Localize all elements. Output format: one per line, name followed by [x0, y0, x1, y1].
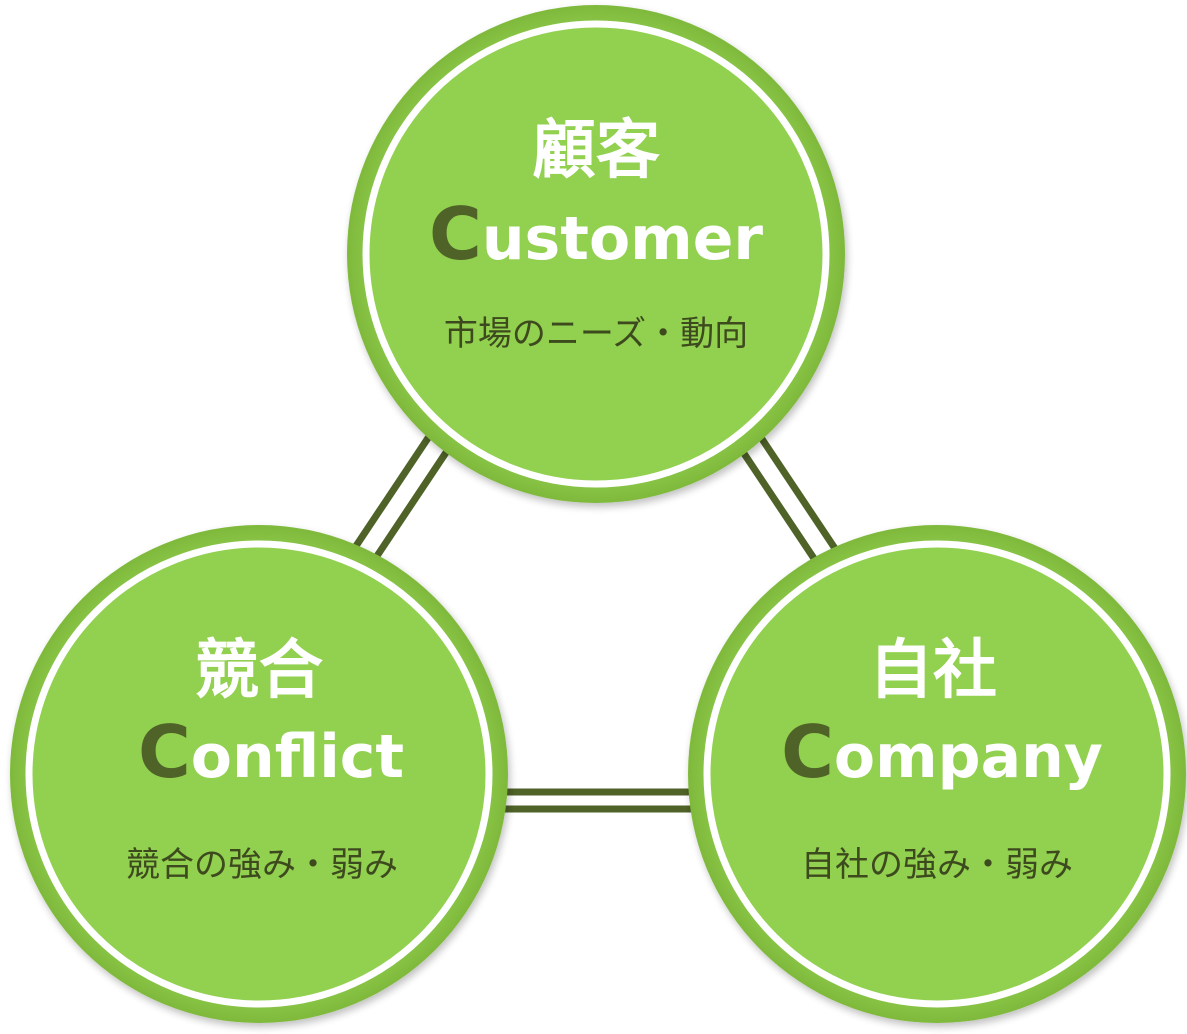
node-customer-initial: C	[429, 192, 482, 276]
node-company-title-jp: 自社	[869, 634, 997, 708]
node-company: 自社 Company 自社の強み・弱み	[688, 525, 1186, 1023]
node-customer-title-en: Customer	[429, 192, 763, 276]
node-customer: 顧客 Customer 市場のニーズ・動向	[347, 5, 845, 503]
connector-customer-conflict	[343, 421, 460, 576]
node-company-title-rest: ompany	[834, 722, 1103, 792]
node-conflict-description: 競合の強み・弱み	[126, 845, 398, 885]
node-customer-title-jp: 顧客	[532, 114, 660, 188]
node-customer-ring	[362, 20, 830, 488]
node-conflict-ring	[25, 540, 493, 1008]
node-company-title-en: Company	[781, 710, 1103, 794]
node-conflict-title-rest: onflict	[191, 722, 404, 792]
node-conflict-title-en: Conflict	[138, 710, 404, 794]
node-company-initial: C	[781, 710, 834, 794]
node-company-description: 自社の強み・弱み	[801, 845, 1073, 885]
node-conflict-initial: C	[138, 710, 191, 794]
node-conflict: 競合 Conflict 競合の強み・弱み	[10, 525, 508, 1023]
node-company-ring	[703, 540, 1171, 1008]
connector-conflict-company	[492, 788, 707, 813]
connector-customer-company	[730, 422, 847, 577]
node-customer-title-rest: ustomer	[482, 204, 764, 274]
node-customer-description: 市場のニーズ・動向	[444, 314, 748, 354]
node-conflict-title-jp: 競合	[195, 634, 323, 708]
